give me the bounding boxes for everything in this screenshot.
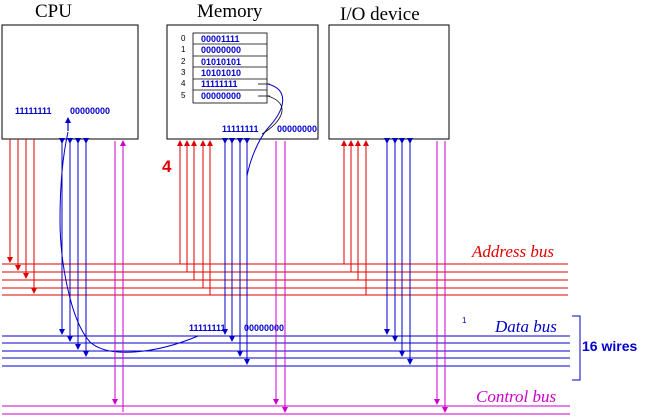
memory-box xyxy=(166,24,319,140)
bus-width-label: 16 wires xyxy=(582,338,637,354)
io-address-wires xyxy=(341,140,369,295)
io-control-wires xyxy=(434,141,448,413)
data-bus-note: 1 xyxy=(462,316,467,325)
data-transfer-path xyxy=(59,131,199,353)
memory-value-2: 01010101 xyxy=(201,57,241,67)
memory-output-low: 00000000 xyxy=(277,124,317,134)
memory-value-0: 00001111 xyxy=(201,34,240,44)
memory-address-1: 1 xyxy=(181,45,186,54)
data-bus-value-low: 00000000 xyxy=(244,323,284,333)
memory-value-4: 11111111 xyxy=(201,79,238,89)
memory-title: Memory xyxy=(197,1,263,22)
memory-address-3: 3 xyxy=(181,68,186,77)
memory-data-wires xyxy=(222,138,250,365)
memory-address-wires xyxy=(177,140,213,295)
memory-output-path xyxy=(261,95,283,135)
cpu-control-wires xyxy=(112,140,126,412)
memory-value-5: 00000000 xyxy=(201,91,241,101)
cpu-register-high: 11111111 xyxy=(15,106,52,116)
cpu-box xyxy=(1,24,139,140)
cpu-register-low: 00000000 xyxy=(70,106,110,116)
memory-control-wires xyxy=(273,141,288,413)
memory-value-3: 10101010 xyxy=(201,68,241,78)
address-bus-label: Address bus xyxy=(471,242,554,261)
memory-address-5: 5 xyxy=(181,91,186,100)
bus-width-bracket xyxy=(572,315,581,381)
cpu-address-wires xyxy=(7,139,37,294)
control-bus-label: Control bus xyxy=(476,387,557,406)
memory-value-1: 00000000 xyxy=(201,45,241,55)
address-marker: 4 xyxy=(162,157,172,176)
io-box xyxy=(328,24,450,140)
memory-select-path xyxy=(246,83,284,177)
memory-output-high: 11111111 xyxy=(222,124,259,134)
control-bus-lines xyxy=(2,405,570,415)
data-bus-lines xyxy=(2,335,570,367)
memory-table xyxy=(192,32,268,104)
data-bus-label: Data bus xyxy=(494,317,557,336)
io-title: I/O device xyxy=(340,4,420,25)
memory-address-0: 0 xyxy=(181,34,186,43)
data-bus-value-high: 11111111 xyxy=(189,323,226,333)
memory-address-2: 2 xyxy=(181,57,186,66)
memory-address-4: 4 xyxy=(181,79,186,88)
io-data-wires xyxy=(384,138,413,365)
cpu-title: CPU xyxy=(35,1,72,22)
cpu-data-wires xyxy=(59,138,89,357)
